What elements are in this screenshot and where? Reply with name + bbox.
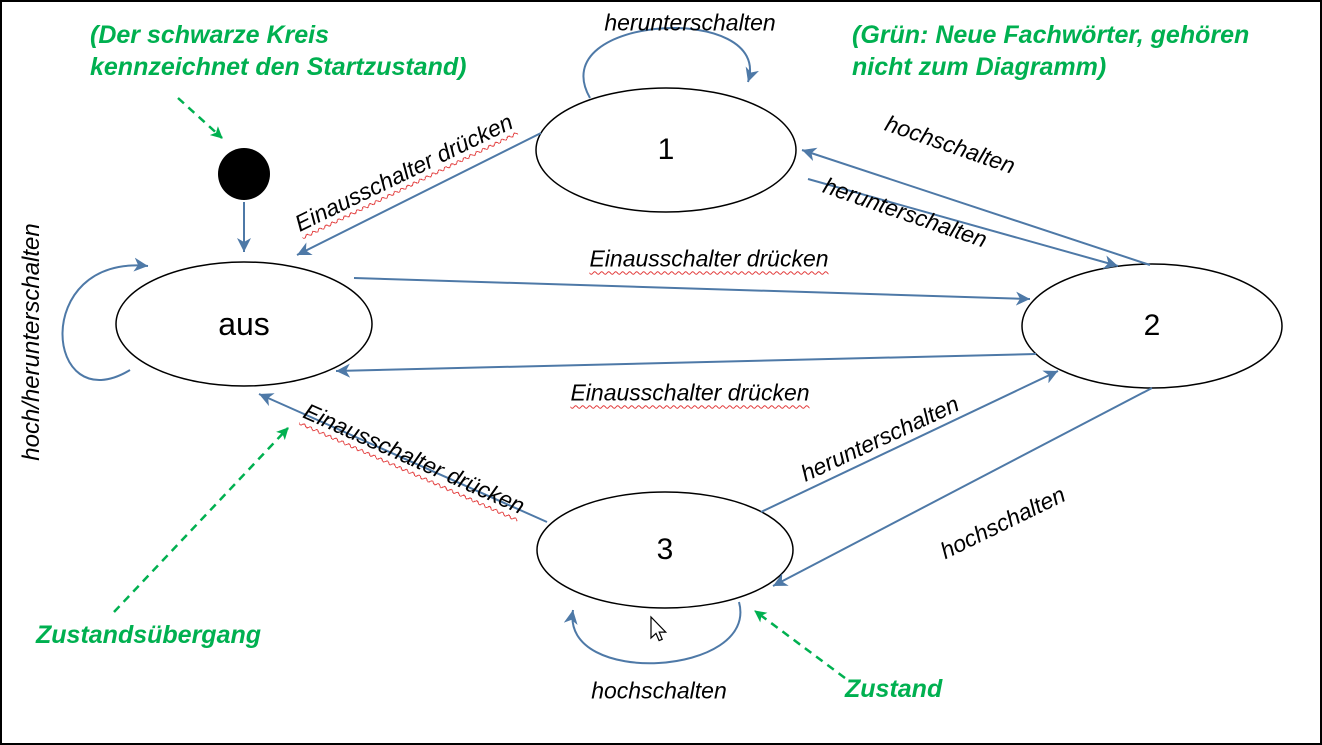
label-self-loop-3: hochschalten — [591, 677, 727, 704]
transition-down-3-to-2 — [760, 370, 1059, 513]
legend-note-line1: (Grün: Neue Fachwörter, gehören — [852, 21, 1250, 49]
transition-2-to-aus — [335, 353, 1037, 378]
transition-3-to-aus — [258, 393, 548, 523]
state-1-label: 1 — [657, 133, 675, 166]
transition-down-1-to-2 — [807, 178, 1119, 269]
mouse-cursor — [650, 615, 668, 642]
callout-arrow-start-note — [177, 97, 223, 139]
transition-callout-label: Zustandsübergang — [36, 621, 262, 649]
transition-1-to-aus — [296, 132, 542, 256]
callout-arrow-state — [754, 609, 846, 680]
label-power-aus-2: Einausschalter drücken — [589, 245, 829, 272]
label-self-loop-aus: hoch/herunterschalten — [17, 223, 45, 461]
state-aus-shape — [115, 261, 373, 387]
start-note-line2: kennzeichnet den Startzustand) — [90, 53, 467, 81]
legend-note-line2: nicht zum Diagramm) — [852, 53, 1107, 81]
start-state-dot — [218, 148, 270, 200]
self-loop-state-1 — [582, 27, 759, 99]
start-note-line1: (Der schwarze Kreis — [90, 21, 330, 49]
state-3-shape — [536, 491, 794, 609]
state-3-label: 3 — [656, 533, 674, 566]
state-callout-label: Zustand — [845, 675, 943, 703]
state-aus-label: aus — [218, 306, 270, 342]
state-1-shape — [535, 87, 797, 213]
self-loop-state-aus — [61, 257, 149, 381]
transition-aus-to-2 — [353, 277, 1031, 306]
label-self-loop-1: herunterschalten — [604, 9, 776, 36]
callout-arrow-transition — [113, 427, 289, 613]
transition-up-2-to-1 — [801, 147, 1151, 266]
self-loop-state-3 — [563, 601, 742, 665]
transition-up-2-to-3 — [772, 387, 1153, 587]
label-power-2-aus: Einausschalter drücken — [570, 379, 810, 406]
state-2-label: 2 — [1143, 309, 1161, 342]
